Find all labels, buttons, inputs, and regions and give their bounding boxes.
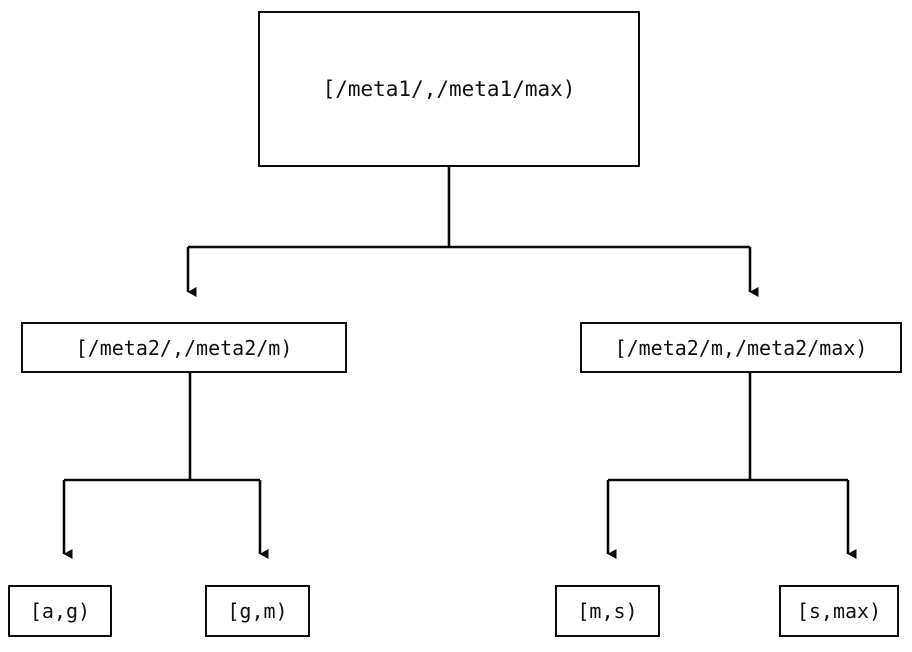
tree-node-leaf-ag-label: [a,g): [29, 599, 91, 623]
tree-node-mid-left-label: [/meta2/,/meta2/m): [75, 335, 293, 360]
tree-node-leaf-smax[interactable]: [s,max): [779, 585, 899, 637]
tree-node-leaf-gm-label: [g,m): [227, 599, 288, 623]
tree-node-root[interactable]: [/meta1/,/meta1/max): [258, 11, 640, 167]
tree-node-mid-left[interactable]: [/meta2/,/meta2/m): [21, 322, 347, 373]
tree-node-leaf-gm[interactable]: [g,m): [205, 585, 310, 637]
tree-node-leaf-ms[interactable]: [m,s): [555, 585, 660, 637]
tree-node-leaf-smax-label: [s,max): [796, 599, 882, 623]
tree-node-root-label: [/meta1/,/meta1/max): [322, 77, 576, 101]
tree-node-mid-right-label: [/meta2/m,/meta2/max): [614, 335, 868, 360]
tree-node-mid-right[interactable]: [/meta2/m,/meta2/max): [580, 322, 902, 373]
tree-node-leaf-ag[interactable]: [a,g): [8, 585, 112, 637]
tree-node-leaf-ms-label: [m,s): [577, 599, 638, 623]
